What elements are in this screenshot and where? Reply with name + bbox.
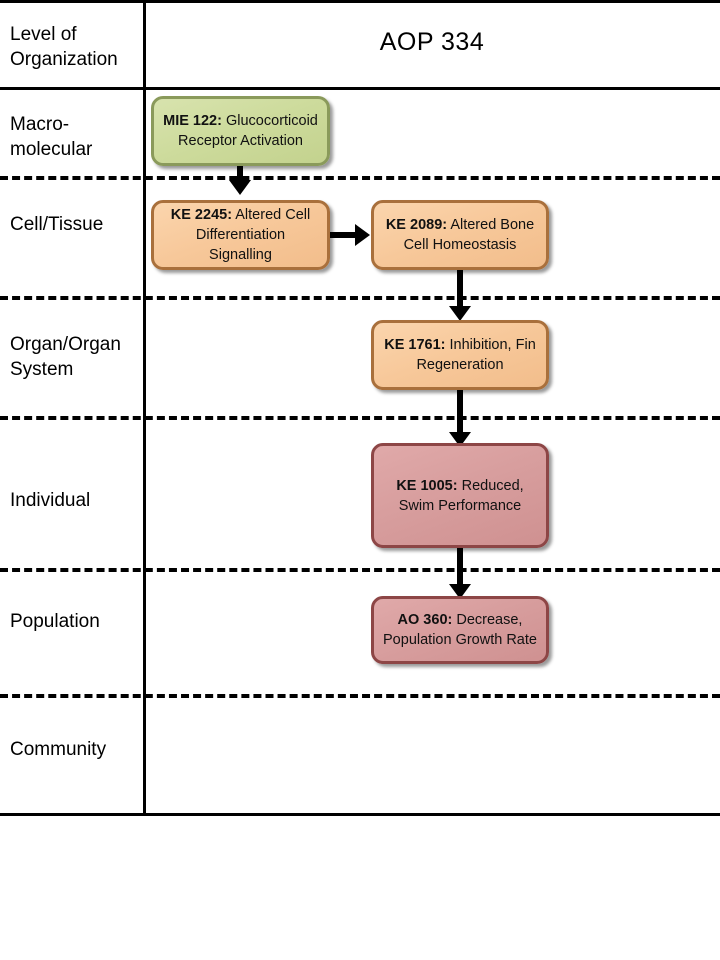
arrow-ke2245-to-ke2089-head xyxy=(355,224,370,246)
event-node-ao-360-label: AO 360: Decrease, Population Growth Rate xyxy=(383,610,537,650)
event-node-ao-360-name: Decrease, Population Growth Rate xyxy=(383,612,537,648)
arrow-ke2089-to-ke1761-head xyxy=(449,306,471,321)
event-node-mie-122-code: MIE 122: xyxy=(163,113,222,129)
row-separator-population xyxy=(0,694,720,698)
event-node-ao-360[interactable]: AO 360: Decrease, Population Growth Rate xyxy=(371,596,549,664)
event-node-ke-1005-name: Reduced, Swim Performance xyxy=(398,477,524,514)
event-node-ke-1761-name: Inhibition, Fin Regeneration xyxy=(416,337,536,373)
row-label-population: Population xyxy=(10,611,100,632)
event-node-mie-122[interactable]: MIE 122: Glucocorticoid Receptor Activat… xyxy=(151,96,330,166)
page-title: AOP 334 xyxy=(379,28,485,56)
row-separator-individual xyxy=(0,568,720,572)
event-node-ke-2245-name: Altered Cell Differentiation Signalling xyxy=(195,207,311,263)
row-label-macromolecular: Macro-molecular xyxy=(10,114,93,161)
event-node-ke-1005-code: KE 1005: xyxy=(396,477,458,494)
event-node-ke-2089-code: KE 2089: xyxy=(385,217,448,233)
event-node-ke-1761[interactable]: KE 1761: Inhibition, Fin Regeneration xyxy=(371,320,549,390)
row-label-organ: Organ/Organ System xyxy=(10,334,121,381)
event-node-ke-2089[interactable]: KE 2089: Altered Bone Cell Homeostasis xyxy=(371,200,549,270)
event-node-ke-2245[interactable]: KE 2245: Altered Cell Differentiation Si… xyxy=(151,200,330,270)
row-label-individual: Individual xyxy=(10,490,91,511)
event-node-ke-2089-label: KE 2089: Altered Bone Cell Homeostasis xyxy=(383,215,537,255)
event-node-ke-2089-name: Altered Bone Cell Homeostasis xyxy=(403,217,535,253)
event-node-ke-1005[interactable]: KE 1005: Reduced, Swim Performance xyxy=(371,443,549,548)
row-separator-cell-tissue xyxy=(0,296,720,300)
arrow-ke1761-to-ke1005-shaft xyxy=(457,386,463,438)
event-node-mie-122-label: MIE 122: Glucocorticoid Receptor Activat… xyxy=(163,111,318,151)
event-node-ke-1005-label: KE 1005: Reduced, Swim Performance xyxy=(383,476,537,516)
arrow-mie122-to-ke2245-shaft xyxy=(237,163,243,185)
frame-bottom-border xyxy=(0,813,720,816)
event-node-ke-1761-label: KE 1761: Inhibition, Fin Regeneration xyxy=(383,335,537,375)
header-divider-line xyxy=(0,87,720,90)
event-node-ke-1761-code: KE 1761: xyxy=(384,337,446,353)
event-node-ao-360-code: AO 360: xyxy=(397,612,453,628)
arrow-mie122-to-ke2245-head xyxy=(229,180,251,195)
column-divider-line xyxy=(143,0,146,816)
row-label-cell-tissue: Cell/Tissue xyxy=(10,214,104,235)
arrow-ke1005-to-ao360-shaft xyxy=(457,547,463,590)
event-node-ke-2245-code: KE 2245: xyxy=(170,207,233,223)
row-label-community: Community xyxy=(10,739,107,760)
event-node-ke-2245-label: KE 2245: Altered Cell Differentiation Si… xyxy=(163,205,318,265)
level-of-organization-header: Level of Organization xyxy=(10,24,118,71)
arrow-ke2245-to-ke2089-shaft xyxy=(326,232,359,238)
arrow-ke2089-to-ke1761-shaft xyxy=(457,267,463,312)
row-separator-organ xyxy=(0,416,720,420)
arrow-ke1005-to-ao360-head xyxy=(449,584,471,599)
frame-top-border xyxy=(0,0,720,3)
row-separator-macromolecular xyxy=(0,176,720,180)
event-node-mie-122-name: Glucocorticoid Receptor Activation xyxy=(178,113,318,149)
